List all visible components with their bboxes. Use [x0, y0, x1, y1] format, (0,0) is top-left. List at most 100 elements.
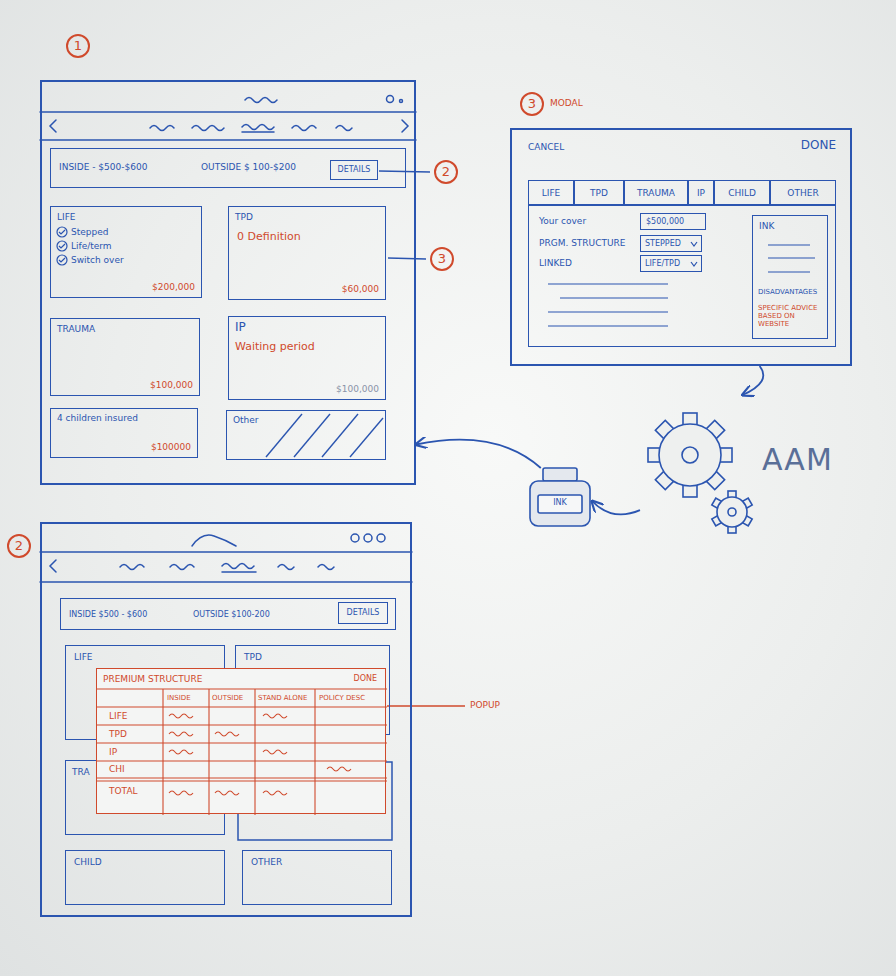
placeholder-line	[768, 244, 810, 245]
leader-line	[388, 258, 426, 259]
engine-gears: AAM	[640, 395, 845, 555]
node-text: CHILD	[715, 188, 769, 198]
title-bar-line	[40, 551, 412, 553]
check-tick	[59, 258, 65, 262]
node-text: $100,000	[150, 380, 193, 390]
check-tick	[59, 230, 65, 234]
title-squiggle	[245, 98, 277, 103]
table-header: STAND ALONE	[258, 694, 307, 702]
node-text: TPD	[235, 212, 253, 222]
check-circle	[57, 255, 67, 265]
window-button	[351, 534, 359, 542]
nav-squiggle-active	[222, 564, 256, 573]
node-text: $60,000	[342, 284, 379, 294]
node-text: PRGM. STRUCTURE	[539, 238, 626, 248]
amount-scribble	[169, 750, 193, 754]
node-text: LIFE	[57, 212, 76, 222]
cover-card: 4 children insured $100000	[50, 408, 198, 458]
node-text: LIFE	[529, 188, 573, 198]
table-rule	[97, 777, 387, 778]
node-text: Life/term	[71, 241, 112, 251]
dropdown-caret	[690, 241, 698, 247]
modal-tab: OTHER	[770, 180, 836, 205]
cover-card: IP Waiting period $100,000	[228, 316, 386, 400]
node-text: OTHER	[771, 188, 835, 198]
node-text: IP	[689, 188, 713, 198]
node-text: DETAILS	[339, 608, 387, 617]
node-text: $100,000	[336, 384, 379, 394]
gear-hole	[728, 508, 736, 516]
node-text: INK	[528, 498, 592, 507]
node-text: Your cover	[539, 216, 586, 226]
node-text: INSIDE - $500-$600	[59, 162, 147, 172]
node-text: 4 children insured	[57, 413, 138, 423]
hatch-line	[294, 414, 330, 457]
gear-hole	[682, 447, 698, 463]
hatch-line	[322, 414, 358, 457]
node-text: LINKED	[539, 258, 572, 268]
node-text: CHILD	[74, 857, 102, 867]
cover-card: TPD0 Definition$60,000	[228, 206, 386, 300]
placeholder-line	[548, 283, 668, 284]
node-text: LIFE	[74, 652, 93, 662]
node-text: $100000	[151, 442, 191, 452]
browser-frame: 2INSIDE $500 - $600OUTSIDE $100-200DETAI…	[40, 522, 412, 917]
modal-window: 3MODALCANCELDONELIFETPDTRAUMAIPCHILDOTHE…	[510, 128, 852, 366]
node-text: Waiting period	[235, 341, 315, 354]
bottle-cap	[543, 468, 577, 481]
node-text: SPECIFIC ADVICE BASED ON WEBSITE	[758, 304, 822, 328]
table-grid	[97, 669, 387, 815]
window-button	[364, 534, 372, 542]
table-row-label: LIFE	[109, 711, 128, 721]
table-rule	[97, 706, 387, 707]
amount-scribble	[263, 750, 287, 754]
life-checkmarks	[57, 227, 67, 265]
node-text: OUTSIDE $ 100-$200	[201, 162, 296, 172]
node-text: TRAUMA	[625, 188, 687, 198]
nav-squiggle-active	[242, 125, 274, 133]
amount-scribble	[169, 791, 193, 795]
dropdown-caret	[690, 261, 698, 267]
leader-lines	[379, 171, 465, 706]
summary-bar: INSIDE - $500-$600 OUTSIDE $ 100-$200 DETA…	[50, 148, 406, 188]
nav-squiggle	[318, 565, 334, 570]
window-button	[387, 96, 394, 103]
node-text: IP	[235, 321, 246, 335]
placeholder-line	[548, 325, 668, 326]
tab-panel: Your coverPRGM. STRUCTURELINKED$500,000S…	[528, 205, 836, 347]
callout-label: POPUP	[470, 700, 500, 710]
node-text: OUTSIDE $100-200	[193, 610, 270, 619]
title-squiggle	[192, 535, 236, 546]
callout-text: 1	[66, 34, 90, 58]
node-text: TPD	[244, 652, 262, 662]
nav-squiggle	[192, 126, 224, 131]
amount-scribble	[263, 714, 287, 718]
gear-body	[659, 424, 721, 486]
leader-line	[379, 171, 430, 172]
node-text: PREMIUM STRUCTURE	[103, 674, 202, 684]
callout-number: 3	[430, 247, 454, 271]
flow-arrow	[416, 440, 541, 468]
ink-bottle: INK	[528, 468, 592, 528]
node-text: $200,000	[152, 282, 195, 292]
check-tick	[59, 244, 65, 248]
callout-text: MODAL	[550, 98, 583, 108]
nav-squiggle	[150, 126, 174, 131]
details-button: DETAILS	[338, 602, 388, 624]
dropdown-caret-path	[691, 262, 697, 266]
hatch-line	[350, 418, 383, 457]
placeholder-line	[768, 271, 810, 272]
node-text: DETAILS	[331, 165, 377, 174]
table-rule	[97, 688, 387, 689]
amount-scribble	[327, 767, 351, 771]
ink-bottle	[530, 468, 590, 526]
node-text: AAM	[762, 443, 833, 478]
cover-card: Other	[226, 410, 386, 460]
node-text: INK	[759, 221, 774, 231]
callout-text: 3	[520, 92, 544, 116]
gear-body	[717, 497, 747, 527]
summary-bar: INSIDE $500 - $600OUTSIDE $100-200DETAIL…	[60, 598, 396, 630]
modal-tab: CHILD	[714, 180, 770, 205]
